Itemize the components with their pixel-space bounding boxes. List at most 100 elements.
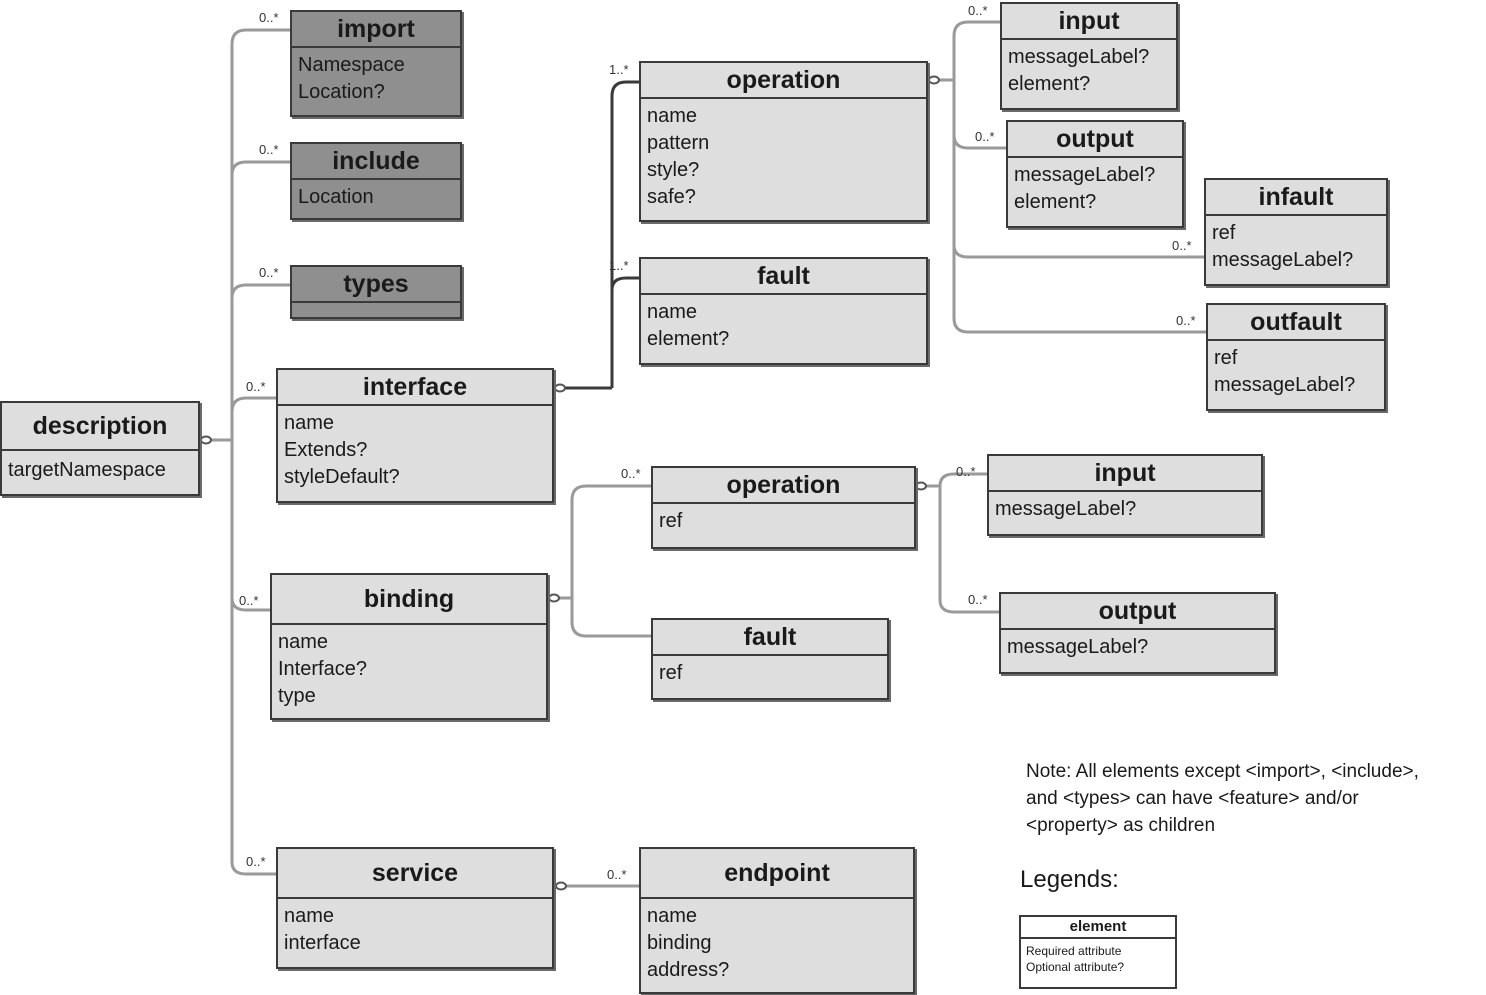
element-title: output xyxy=(1001,594,1274,630)
attribute-list: Namespace Location? xyxy=(292,48,460,110)
binding-element-box: binding name Interface? type xyxy=(270,573,548,720)
attribute-list: messageLabel? element? xyxy=(1002,40,1176,102)
attribute: name xyxy=(284,412,335,434)
types-element-box: types xyxy=(290,265,462,319)
attribute: ref xyxy=(659,510,683,532)
multiplicity-b-operation: 0..* xyxy=(621,466,641,481)
attribute: safe? xyxy=(647,186,696,208)
attribute: pattern xyxy=(647,132,710,154)
include-element-box: include Location xyxy=(290,142,462,220)
multiplicity-b-input: 0..* xyxy=(956,464,976,479)
attribute: interface xyxy=(284,932,361,954)
element-title: outfault xyxy=(1208,305,1384,341)
attribute: element? xyxy=(1008,73,1091,95)
element-title: input xyxy=(1002,4,1176,40)
attribute: name xyxy=(647,301,698,323)
element-title: description xyxy=(2,403,198,451)
note-text: Note: All elements except <import>, <inc… xyxy=(1026,758,1486,839)
attribute-list: messageLabel? xyxy=(989,492,1261,527)
attribute-list: name element? xyxy=(641,295,926,357)
attribute-list: name binding address? xyxy=(641,899,913,988)
attribute: messageLabel? xyxy=(1212,249,1354,271)
legend-element-label: element xyxy=(1021,917,1175,939)
binding-output-element-box: output messageLabel? xyxy=(999,592,1276,674)
attribute: binding xyxy=(647,932,712,954)
multiplicity-if-fault: 1..* xyxy=(609,258,629,273)
attribute: Namespace xyxy=(298,54,405,76)
note-line: Note: All elements except <import>, <inc… xyxy=(1026,761,1419,782)
multiplicity-if-operation: 1..* xyxy=(609,62,629,77)
multiplicity-types: 0..* xyxy=(259,265,279,280)
multiplicity-import: 0..* xyxy=(259,10,279,25)
attribute: name xyxy=(278,631,329,653)
attribute: messageLabel? xyxy=(1214,374,1356,396)
attribute-list: name Extends? styleDefault? xyxy=(278,406,552,495)
multiplicity-binding: 0..* xyxy=(239,593,259,608)
attribute-list: name interface xyxy=(278,899,552,961)
multiplicity-infault: 0..* xyxy=(1172,238,1192,253)
element-title: operation xyxy=(641,63,926,99)
interface-output-element-box: output messageLabel? element? xyxy=(1006,120,1184,228)
element-title: infault xyxy=(1206,180,1386,216)
attribute: style? xyxy=(647,159,700,181)
attribute-list: ref messageLabel? xyxy=(1206,216,1386,278)
legend-required-attribute: Required attribute xyxy=(1026,944,1122,958)
note-line: and <types> can have <feature> and/or xyxy=(1026,788,1359,809)
legend-optional-attribute: Optional attribute? xyxy=(1026,960,1125,974)
element-title: include xyxy=(292,144,460,180)
attribute: name xyxy=(284,905,335,927)
attribute: ref xyxy=(1214,347,1238,369)
multiplicity-include: 0..* xyxy=(259,142,279,157)
attribute-list: messageLabel? element? xyxy=(1008,158,1182,220)
binding-operation-element-box: operation ref xyxy=(651,466,916,549)
attribute-list: targetNamespace xyxy=(2,451,198,488)
attribute-list: messageLabel? xyxy=(1001,630,1274,665)
multiplicity-service: 0..* xyxy=(246,854,266,869)
infault-element-box: infault ref messageLabel? xyxy=(1204,178,1388,286)
attribute: ref xyxy=(1212,222,1236,244)
element-title: service xyxy=(278,849,552,899)
attribute: messageLabel? xyxy=(995,498,1137,520)
attribute: name xyxy=(647,905,698,927)
import-element-box: import Namespace Location? xyxy=(290,10,462,117)
attribute: styleDefault? xyxy=(284,466,400,488)
multiplicity-b-output: 0..* xyxy=(968,592,988,607)
binding-fault-element-box: fault ref xyxy=(651,618,889,700)
attribute-list: ref messageLabel? xyxy=(1208,341,1384,403)
attribute: messageLabel? xyxy=(1008,46,1150,68)
element-title: fault xyxy=(653,620,887,656)
attribute: messageLabel? xyxy=(1007,636,1149,658)
endpoint-element-box: endpoint name binding address? xyxy=(639,847,915,994)
attribute: Location? xyxy=(298,81,385,103)
legends-title: Legends: xyxy=(1020,866,1119,893)
attribute: element? xyxy=(1014,191,1097,213)
outfault-element-box: outfault ref messageLabel? xyxy=(1206,303,1386,411)
multiplicity-if-output: 0..* xyxy=(975,129,995,144)
description-element-box: description targetNamespace xyxy=(0,401,200,496)
note-line: <property> as children xyxy=(1026,815,1216,836)
binding-input-element-box: input messageLabel? xyxy=(987,454,1263,536)
multiplicity-outfault: 0..* xyxy=(1176,313,1196,328)
attribute: Interface? xyxy=(278,658,367,680)
element-title: input xyxy=(989,456,1261,492)
service-element-box: service name interface xyxy=(276,847,554,969)
element-title: operation xyxy=(653,468,914,504)
element-title: binding xyxy=(272,575,546,625)
multiplicity-endpoint: 0..* xyxy=(607,867,627,882)
multiplicity-interface: 0..* xyxy=(246,379,266,394)
attribute-list: name pattern style? safe? xyxy=(641,99,926,215)
attribute: ref xyxy=(659,662,683,684)
attribute: targetNamespace xyxy=(8,459,166,481)
interface-fault-element-box: fault name element? xyxy=(639,257,928,365)
legend-attribute-list: Required attribute Optional attribute? xyxy=(1021,939,1175,975)
interface-element-box: interface name Extends? styleDefault? xyxy=(276,368,554,503)
element-title: output xyxy=(1008,122,1182,158)
attribute-list: Location xyxy=(292,180,460,215)
attribute: type xyxy=(278,685,316,707)
attribute-list: name Interface? type xyxy=(272,625,546,714)
legend-box: element Required attribute Optional attr… xyxy=(1019,915,1177,989)
element-title: interface xyxy=(278,370,552,406)
interface-input-element-box: input messageLabel? element? xyxy=(1000,2,1178,110)
